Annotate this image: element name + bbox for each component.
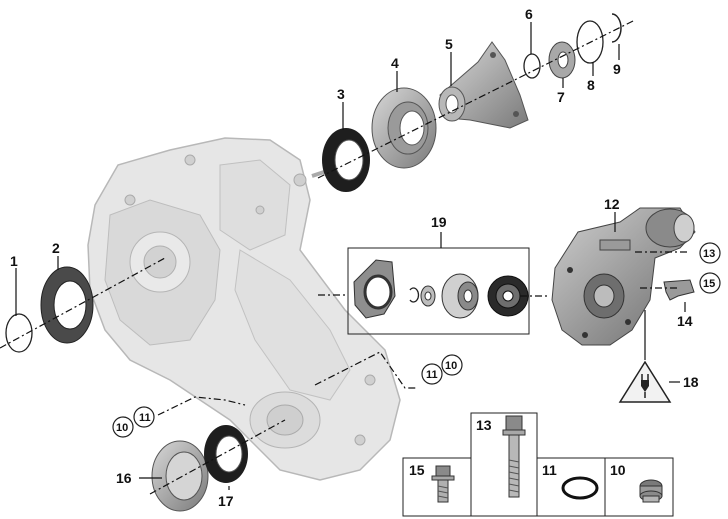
collar-part-7 — [548, 41, 576, 79]
callout-19: 19 — [431, 214, 447, 230]
callout-16: 16 — [116, 470, 132, 486]
output-flange-part-5 — [438, 41, 529, 129]
callout-12: 12 — [604, 196, 620, 212]
circled-reference-labels: 13 15 11 10 10 11 — [112, 242, 721, 438]
callout-3: 3 — [337, 86, 345, 102]
long-bolt-part-13 — [502, 415, 526, 498]
radial-seal-part-3 — [322, 128, 370, 192]
circled-ref-10-upper: 10 — [445, 360, 457, 372]
cover-cap-part-16 — [151, 440, 209, 512]
parts-table-label-13: 13 — [476, 417, 492, 433]
dust-cover-part-4 — [371, 87, 437, 169]
small-parts-table: 15 13 11 10 — [402, 412, 674, 517]
seal-ring-part-2 — [40, 266, 94, 344]
callout-5: 5 — [445, 36, 453, 52]
seal-ring-part-11 — [561, 476, 599, 500]
washer-part-6 — [523, 53, 541, 79]
snap-ring-part-9 — [611, 13, 622, 43]
ring-part-8 — [576, 20, 604, 64]
circled-ref-13: 13 — [703, 248, 715, 260]
electrical-warning-triangle-icon — [618, 360, 672, 403]
callout-8: 8 — [587, 77, 595, 93]
parts-table-label-10: 10 — [610, 462, 626, 478]
group-19-components — [353, 259, 529, 319]
callout-4: 4 — [391, 55, 399, 71]
circled-ref-10-lower: 10 — [116, 422, 128, 434]
parts-table-label-15: 15 — [409, 462, 425, 478]
callout-18: 18 — [683, 374, 699, 390]
circled-ref-15: 15 — [703, 278, 715, 290]
callout-7: 7 — [557, 89, 565, 105]
callout-14: 14 — [677, 313, 693, 329]
circled-ref-11-lower: 11 — [139, 412, 151, 424]
bracket-part-14 — [663, 279, 695, 301]
callout-9: 9 — [613, 61, 621, 77]
callout-2: 2 — [52, 240, 60, 256]
leader-lines — [15, 22, 686, 490]
screw-plug-part-10 — [639, 479, 663, 503]
parts-table-label-11: 11 — [542, 462, 557, 478]
callout-6: 6 — [525, 6, 533, 22]
callout-17: 17 — [218, 493, 234, 509]
transfer-case-housing — [87, 137, 401, 481]
circled-ref-11-upper: 11 — [426, 369, 438, 381]
callout-1: 1 — [10, 253, 18, 269]
group-19-frame — [347, 247, 530, 335]
short-bolt-part-15 — [431, 465, 455, 503]
actuator-motor-part-12 — [551, 207, 696, 346]
assembly-axes — [0, 19, 690, 495]
callout-labels: 1 2 3 4 5 6 7 8 9 12 14 16 17 18 19 — [10, 6, 699, 509]
o-ring-part-1 — [5, 313, 33, 353]
radial-seal-part-17 — [204, 425, 248, 483]
